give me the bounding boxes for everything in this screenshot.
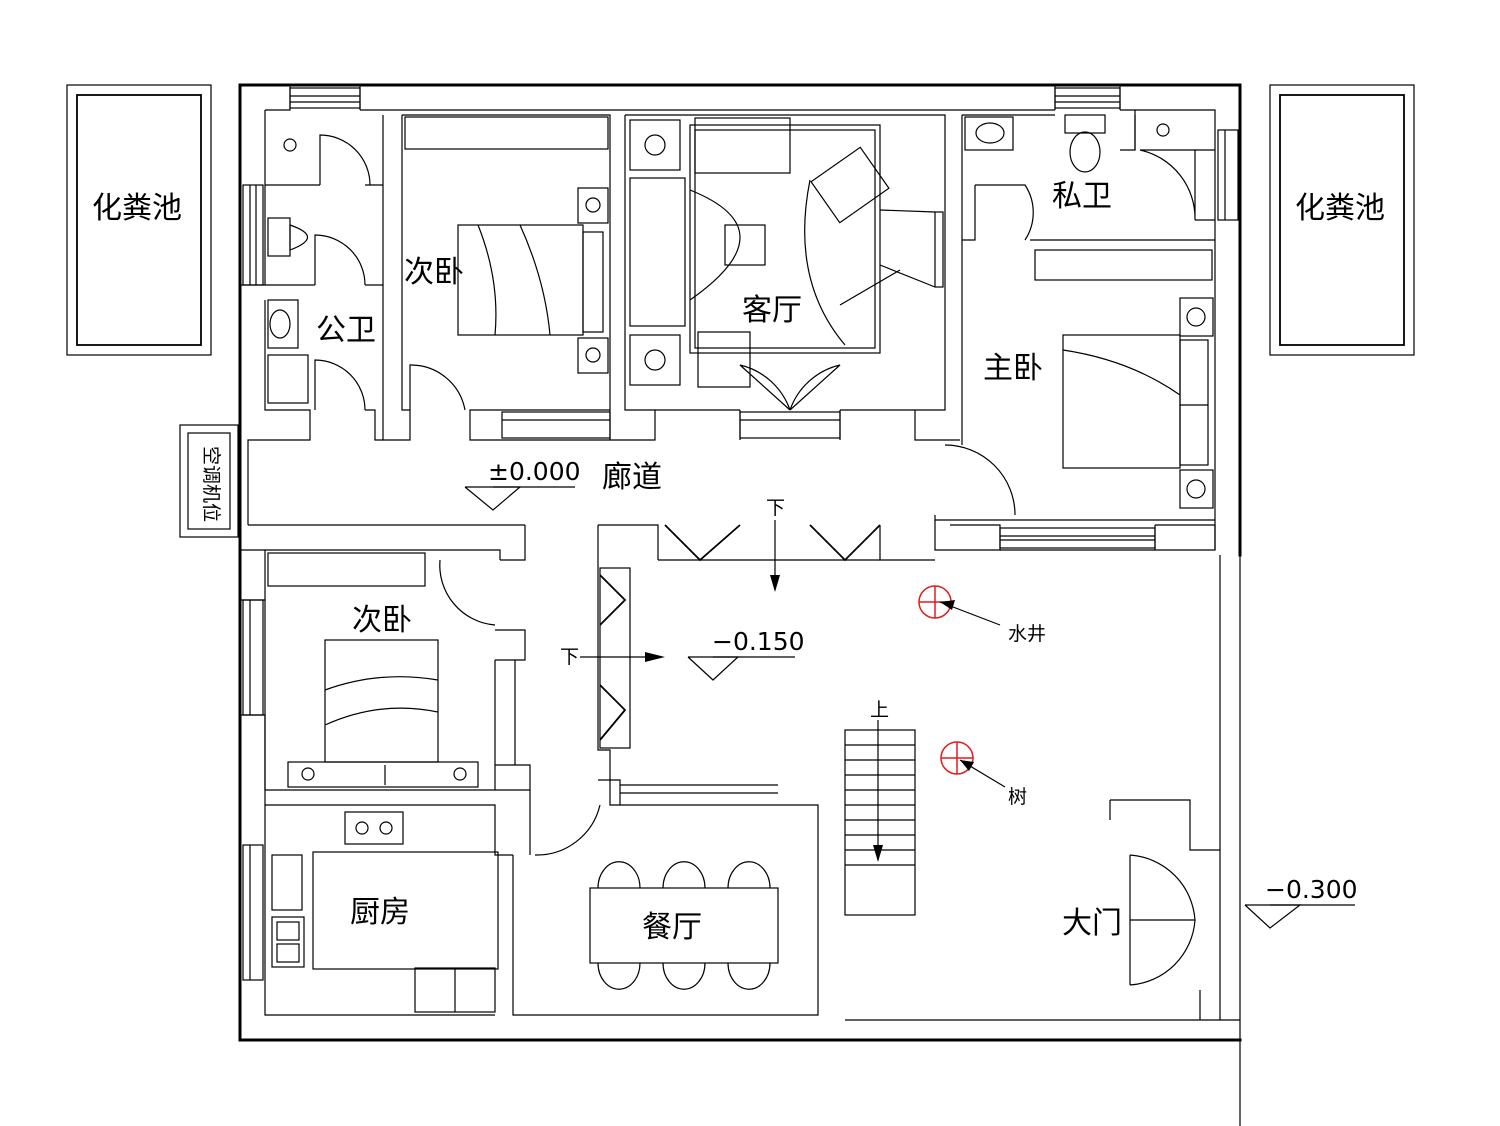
master-bedroom-label: 主卧 xyxy=(983,352,1043,385)
door-swings xyxy=(314,134,1196,986)
water-well-marker xyxy=(918,585,1001,626)
master-bedroom-furniture xyxy=(1034,249,1214,509)
stair-down-label-left: 下 xyxy=(560,647,579,668)
public-bath-label: 公卫 xyxy=(316,314,376,347)
living-room-furniture xyxy=(629,117,944,388)
septic-tank-left xyxy=(66,84,212,356)
tree-marker xyxy=(940,741,1006,788)
room-labels: 化粪池 化粪池 公卫 次卧 客厅 私卫 主卧 廊道 空调机位 次卧 水井 树 厨… xyxy=(92,180,1385,944)
living-room-label: 客厅 xyxy=(742,294,802,327)
exterior-walls xyxy=(238,83,1242,1126)
main-gate-label: 大门 xyxy=(1062,907,1122,940)
outside-level-label: −0.300 xyxy=(1265,875,1358,904)
bedroom-upper-label: 次卧 xyxy=(404,256,464,289)
lower-bedroom-furniture xyxy=(267,552,479,788)
private-bath-label: 私卫 xyxy=(1052,180,1112,213)
septic-left-label: 化粪池 xyxy=(92,192,182,225)
windows xyxy=(242,87,1239,981)
corridor-level-label: ±0.000 xyxy=(488,457,581,486)
public-bath-fixtures xyxy=(267,138,309,404)
yard-level-label: −0.150 xyxy=(712,627,805,656)
corridor-label: 廊道 xyxy=(602,461,662,494)
level-markers xyxy=(464,486,1355,929)
interior-walls xyxy=(240,85,1240,1021)
upper-bedroom-furniture xyxy=(404,116,609,374)
bedroom-lower-label: 次卧 xyxy=(352,604,412,637)
dining-label: 餐厅 xyxy=(642,911,702,944)
level-labels: ±0.000 −0.150 −0.300 xyxy=(488,457,1358,904)
private-bath-fixtures xyxy=(964,114,1170,173)
water-well-label: 水井 xyxy=(1008,623,1046,645)
septic-right-label: 化粪池 xyxy=(1295,192,1385,225)
staircase xyxy=(844,720,916,916)
ac-unit-box xyxy=(179,424,239,538)
kitchen-fixtures xyxy=(271,811,499,1013)
kitchen-label: 厨房 xyxy=(350,896,410,929)
ac-unit-label: 空调机位 xyxy=(200,446,222,522)
stair-down-label-top: 下 xyxy=(766,498,785,519)
tree-label: 树 xyxy=(1008,786,1027,808)
dining-furniture xyxy=(589,861,779,990)
septic-tank-right xyxy=(1269,84,1415,356)
stair-up-label: 上 xyxy=(870,699,889,721)
